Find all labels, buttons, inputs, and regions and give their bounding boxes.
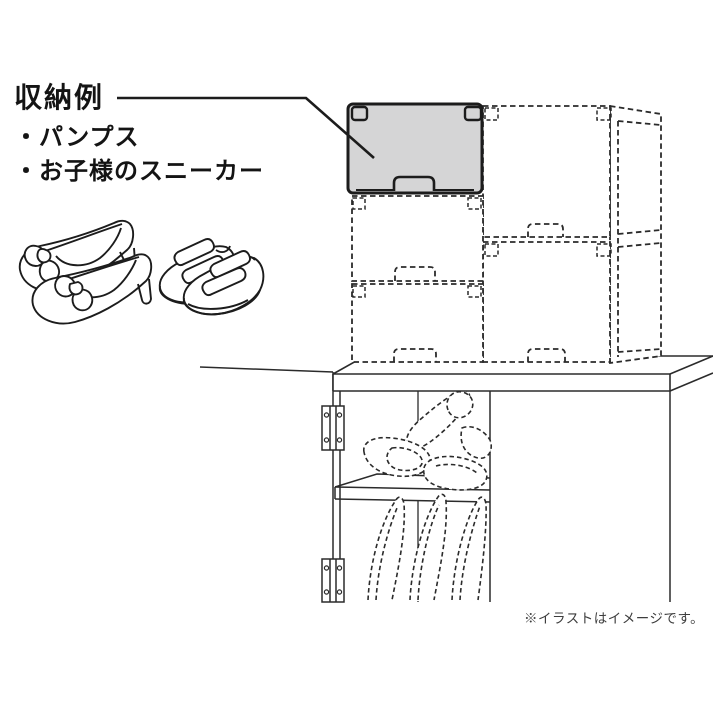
list-item-kids-sneakers: ・お子様のスニーカー xyxy=(14,158,264,185)
storage-box-highlighted xyxy=(346,102,484,195)
box-handle xyxy=(392,175,436,191)
pump-bow xyxy=(23,244,60,283)
stackable-storage-boxes xyxy=(346,102,662,365)
cabinet-open-door xyxy=(199,366,341,602)
pump-bow xyxy=(54,275,94,312)
shoes-on-shelf xyxy=(363,389,493,491)
storage-box-right-lower xyxy=(482,241,612,363)
box-handle xyxy=(527,348,566,362)
disclaimer-caption: ※イラストはイメージです。 xyxy=(524,611,705,626)
hinge-icon xyxy=(321,405,345,451)
storage-box-left-bottom xyxy=(351,283,484,363)
heels-in-lower-compartment xyxy=(367,493,487,601)
storage-example-title: 収納例 xyxy=(14,82,105,113)
velcro-strap xyxy=(201,267,247,297)
shoe-cabinet xyxy=(199,366,671,603)
storage-box-right-upper xyxy=(482,105,612,238)
velcro-strap xyxy=(173,238,215,267)
box-handle xyxy=(394,266,436,281)
list-item-pumps: ・パンプス xyxy=(14,124,140,151)
storage-example-annotation: 収納例 ・パンプス ・お子様のスニーカー xyxy=(14,84,264,189)
box-handle xyxy=(393,348,437,362)
leader-line xyxy=(117,96,375,159)
storage-example-list: ・パンプス ・お子様のスニーカー xyxy=(14,121,264,189)
sneaker-sole xyxy=(183,289,261,316)
door-top-edge xyxy=(199,366,334,373)
hinge-icon xyxy=(321,558,345,603)
box-handle xyxy=(527,223,564,237)
pump-heel xyxy=(137,278,152,305)
pumps-illustration xyxy=(18,219,153,325)
kids-sneakers-illustration xyxy=(158,238,265,316)
storage-box-left-middle xyxy=(351,195,484,282)
box-corner-tab xyxy=(350,105,369,122)
box-right-side-face xyxy=(609,104,662,365)
box-corner-tab xyxy=(463,105,483,122)
